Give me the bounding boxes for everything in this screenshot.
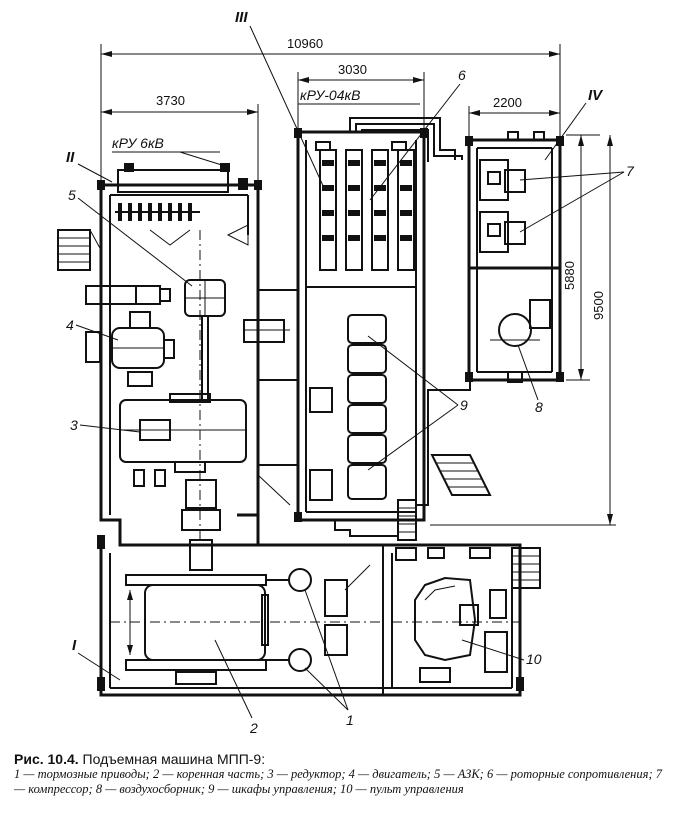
dim-left-block: 3730 — [156, 93, 185, 108]
callout-7: 7 — [626, 163, 635, 179]
motor — [85, 311, 175, 387]
dim-right-block: 2200 — [493, 95, 522, 110]
caption-title-text: Подъемная машина МПП-9: — [82, 751, 266, 767]
dimension-lines: 10960 3730 3030 2200 5880 9500 — [100, 36, 616, 526]
caption-title: Рис. 10.4. Подъемная машина МПП-9: — [14, 752, 662, 767]
brake-resistor-row — [115, 203, 200, 221]
label-kru-04kv: кРУ-04кВ — [300, 87, 360, 103]
callouts: 1 2 3 4 5 6 7 8 9 10 — [66, 67, 635, 736]
figure-caption: Рис. 10.4. Подъемная машина МПП-9: 1 — т… — [14, 752, 662, 797]
callout-6: 6 — [458, 67, 466, 83]
dim-overall: 10960 — [287, 36, 323, 51]
callout-8: 8 — [535, 399, 543, 415]
resistor-banks — [315, 141, 415, 271]
azk-unit — [184, 279, 226, 317]
switchgear-6kv: кРУ 6кВ — [112, 135, 249, 246]
callout-3: 3 — [70, 417, 78, 433]
dim-height-total: 9500 — [591, 291, 606, 320]
hoist-drum-hall — [110, 564, 380, 685]
callout-10: 10 — [526, 651, 542, 667]
stairs — [57, 229, 541, 589]
room-numeral-iii: III — [235, 9, 248, 26]
machine-room-plan: 10960 3730 3030 2200 5880 9500 — [57, 9, 635, 736]
dim-mid-block: 3030 — [338, 62, 367, 77]
room-numeral-i: I — [72, 637, 77, 654]
control-room — [392, 547, 520, 683]
callout-9: 9 — [460, 397, 468, 413]
room-numeral-iv: IV — [588, 87, 604, 104]
caption-legend: 1 — тормозные приводы; 2 — коренная част… — [14, 767, 662, 796]
compressor-room: IV — [479, 87, 604, 383]
control-cabinets — [347, 314, 387, 500]
left-hall-equipment — [85, 230, 333, 571]
gear-reducer — [119, 393, 247, 487]
dim-height-right: 5880 — [562, 261, 577, 290]
callout-2: 2 — [249, 720, 258, 736]
room-numeral-ii: II — [66, 149, 75, 166]
label-kru-6kv: кРУ 6кВ — [112, 135, 164, 151]
callout-4: 4 — [66, 317, 74, 333]
caption-prefix: Рис. 10.4. — [14, 751, 79, 767]
room-numerals: I II III — [66, 9, 326, 681]
callout-1: 1 — [346, 712, 354, 728]
rotor-resistor-room: кРУ-04кВ — [298, 87, 471, 541]
callout-5: 5 — [68, 187, 76, 203]
